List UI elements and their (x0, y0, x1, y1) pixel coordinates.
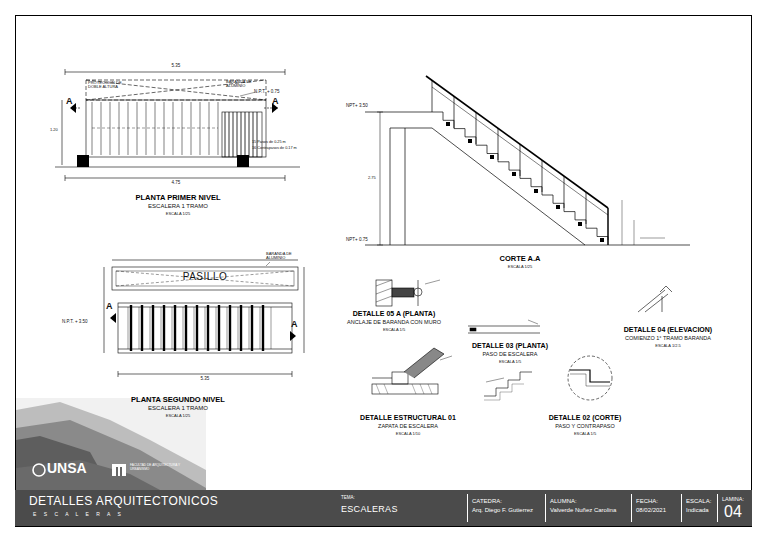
note: PROYECCION DE DOBLE ALTURA (88, 81, 122, 90)
title-block-band: DETALLES ARQUITECTONICOS E S C A L E R A … (15, 490, 752, 526)
drawing-title: PLANTA PRIMER NIVEL (135, 194, 220, 202)
room-name: PASILLO (183, 271, 227, 282)
level-mark: NPT+ 0.75 (346, 238, 368, 243)
dimension: 1.20 (50, 128, 58, 132)
level-mark: NPT+ 3.50 (346, 104, 368, 109)
cell-heading: ALUMNA: (550, 498, 577, 505)
cell-value: Valverde Nuñez Carolina (550, 507, 616, 514)
level-mark: N.P.T. + 3.50 (62, 320, 88, 325)
title-cell: ESCALA: Indicada (681, 494, 715, 522)
detail-title: DETALLE 02 (CORTE) (549, 414, 622, 422)
cell-value: ESCALERAS (341, 505, 398, 515)
note: 16 Contrapasos de 0.17 m (252, 146, 297, 150)
scale-note: ESCALA 1/5 (383, 328, 405, 332)
drawing-title: PLANTA SEGUNDO NIVEL (131, 396, 225, 404)
detail-subtitle: ANCLAJE DE BARANDA CON MURO (347, 319, 441, 325)
dimension: 5.35 (172, 64, 181, 69)
title-cell: TEMA: ESCALERAS (337, 494, 402, 522)
scale-note: ESCALA 1/25 (166, 414, 190, 418)
note: BARANDA DE ALUMINIO (226, 80, 260, 89)
scale-note: ESCALA 1/25 (166, 212, 190, 216)
cell-value: E S C A L E R A S (33, 512, 124, 518)
section-mark: A (106, 302, 113, 312)
detail-subtitle: PASO DE ESCALERA (483, 351, 538, 357)
detail-title: DETALLE ESTRUCTURAL 01 (360, 414, 456, 422)
scale-note: ESCALA 1/25 (508, 265, 532, 269)
detail-subtitle: COMIENZO 1° TRAMO BARANDA (625, 335, 711, 341)
section-mark: A (272, 97, 279, 107)
university-logo: UNSA (47, 461, 87, 476)
dimension: 2.75 (368, 176, 376, 180)
cell-value: Indicada (686, 507, 709, 514)
detail-title: DETALLE 04 (ELEVACION) (624, 326, 712, 334)
cell-value: 04 (724, 503, 742, 521)
title-cell: FECHA: 08/02/2021 (631, 494, 670, 522)
section-mark: A (66, 97, 73, 107)
title-cell: LAMINA:04 (717, 494, 748, 522)
cell-heading: FECHA: (636, 498, 658, 505)
cell-heading: TEMA: (341, 496, 355, 501)
drawing-subtitle: ESCALERA 1 TRAMO (148, 203, 208, 210)
dimension: 4.75 (172, 181, 181, 186)
detail-title: DETALLE 03 (PLANTA) (472, 342, 548, 350)
cell-heading: DETALLES ARQUITECTONICOS (29, 495, 218, 508)
scale-note: ESCALA 1/5 (574, 432, 596, 436)
section-mark: A (291, 320, 298, 330)
cell-heading: CATEDRA: (472, 498, 502, 505)
detail-title: DETALLE 05 A (PLANTA) (353, 310, 435, 318)
cell-heading: ESCALA: (686, 498, 711, 505)
note: 15 Pasos de 0.25 m (252, 140, 286, 144)
cell-value: Arq. Diego F. Gutierrez (472, 507, 533, 514)
detail-subtitle: ZAPATA DE ESCALERA (378, 423, 438, 429)
note: BARANDA DE ALUMINIO (266, 252, 302, 261)
scale-note: ESCALA 1/5 (499, 360, 521, 364)
title-cell: ALUMNA: Valverde Nuñez Carolina (545, 494, 620, 522)
level-mark: N.P.T. + 0.75 (254, 90, 280, 95)
detail-subtitle: PASO Y CONTRAPASO (555, 423, 615, 429)
faculty-name: FACULTAD DE ARQUITECTURA Y URBANISMO (130, 464, 192, 471)
cell-heading: LAMINA: (722, 496, 744, 502)
scale-note: ESCALA 1/2.5 (655, 344, 681, 348)
drawing-subtitle: ESCALERA 1 TRAMO (148, 405, 208, 412)
cell-value: 08/02/2021 (636, 507, 666, 514)
scale-note: ESCALA 1/10 (396, 432, 420, 436)
title-cell: CATEDRA: Arq. Diego F. Gutierrez (467, 494, 537, 522)
dimension: 5.35 (201, 377, 210, 382)
drawing-title: CORTE A.A (500, 255, 541, 263)
